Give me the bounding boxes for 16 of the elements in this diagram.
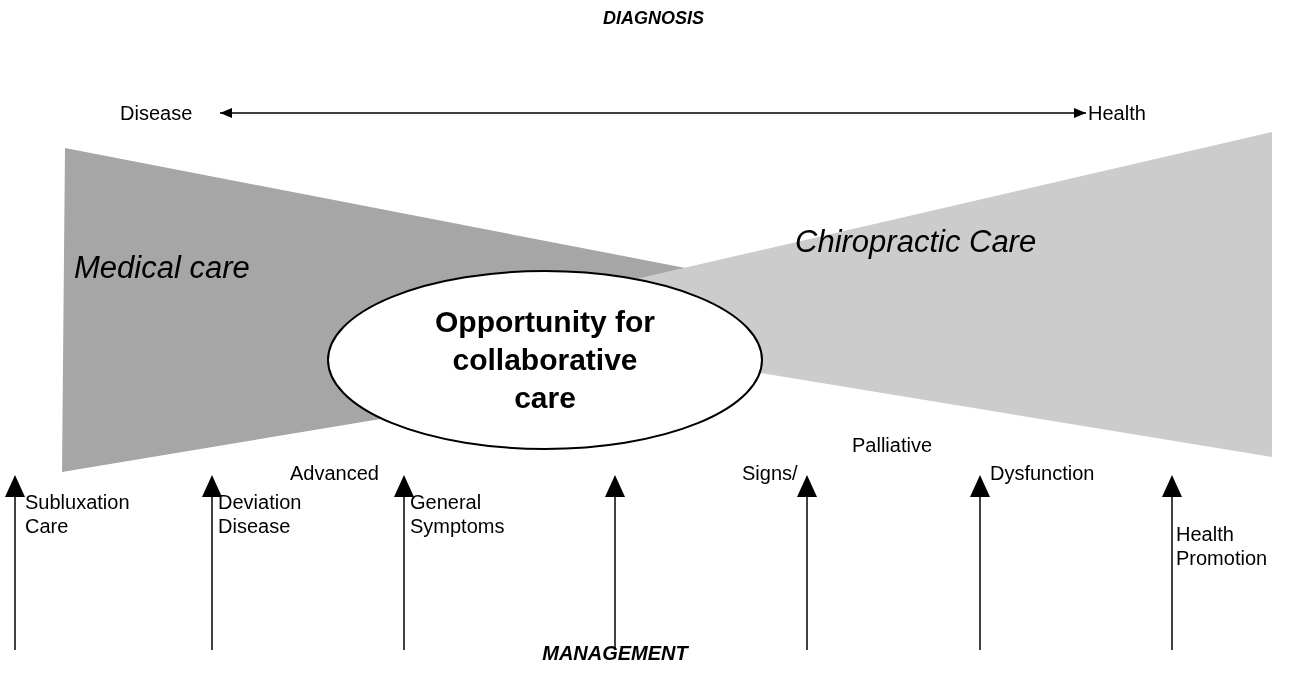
category-label: Signs/ <box>742 461 798 485</box>
category-label: Palliative <box>852 433 933 457</box>
region-label: Medical care <box>74 250 250 286</box>
category-label: Advanced <box>290 461 379 485</box>
region-label: Chiropractic Care <box>795 224 1037 260</box>
category-label: Health Promotion <box>1176 522 1269 570</box>
category-label: Subluxation Care <box>25 490 131 538</box>
ellipse-label: Opportunity for collaborative care <box>434 304 656 416</box>
axis-end-label: Health <box>1088 100 1146 126</box>
category-label: Dysfunction <box>990 461 1095 485</box>
double-arrow <box>219 108 1087 118</box>
axis-end-label: Disease <box>120 100 193 126</box>
axis-title: MANAGEMENT <box>541 641 690 665</box>
category-label: Deviation Disease <box>218 490 303 538</box>
category-label: General Symptoms <box>410 490 506 538</box>
diagram-title: DIAGNOSIS <box>603 8 704 29</box>
